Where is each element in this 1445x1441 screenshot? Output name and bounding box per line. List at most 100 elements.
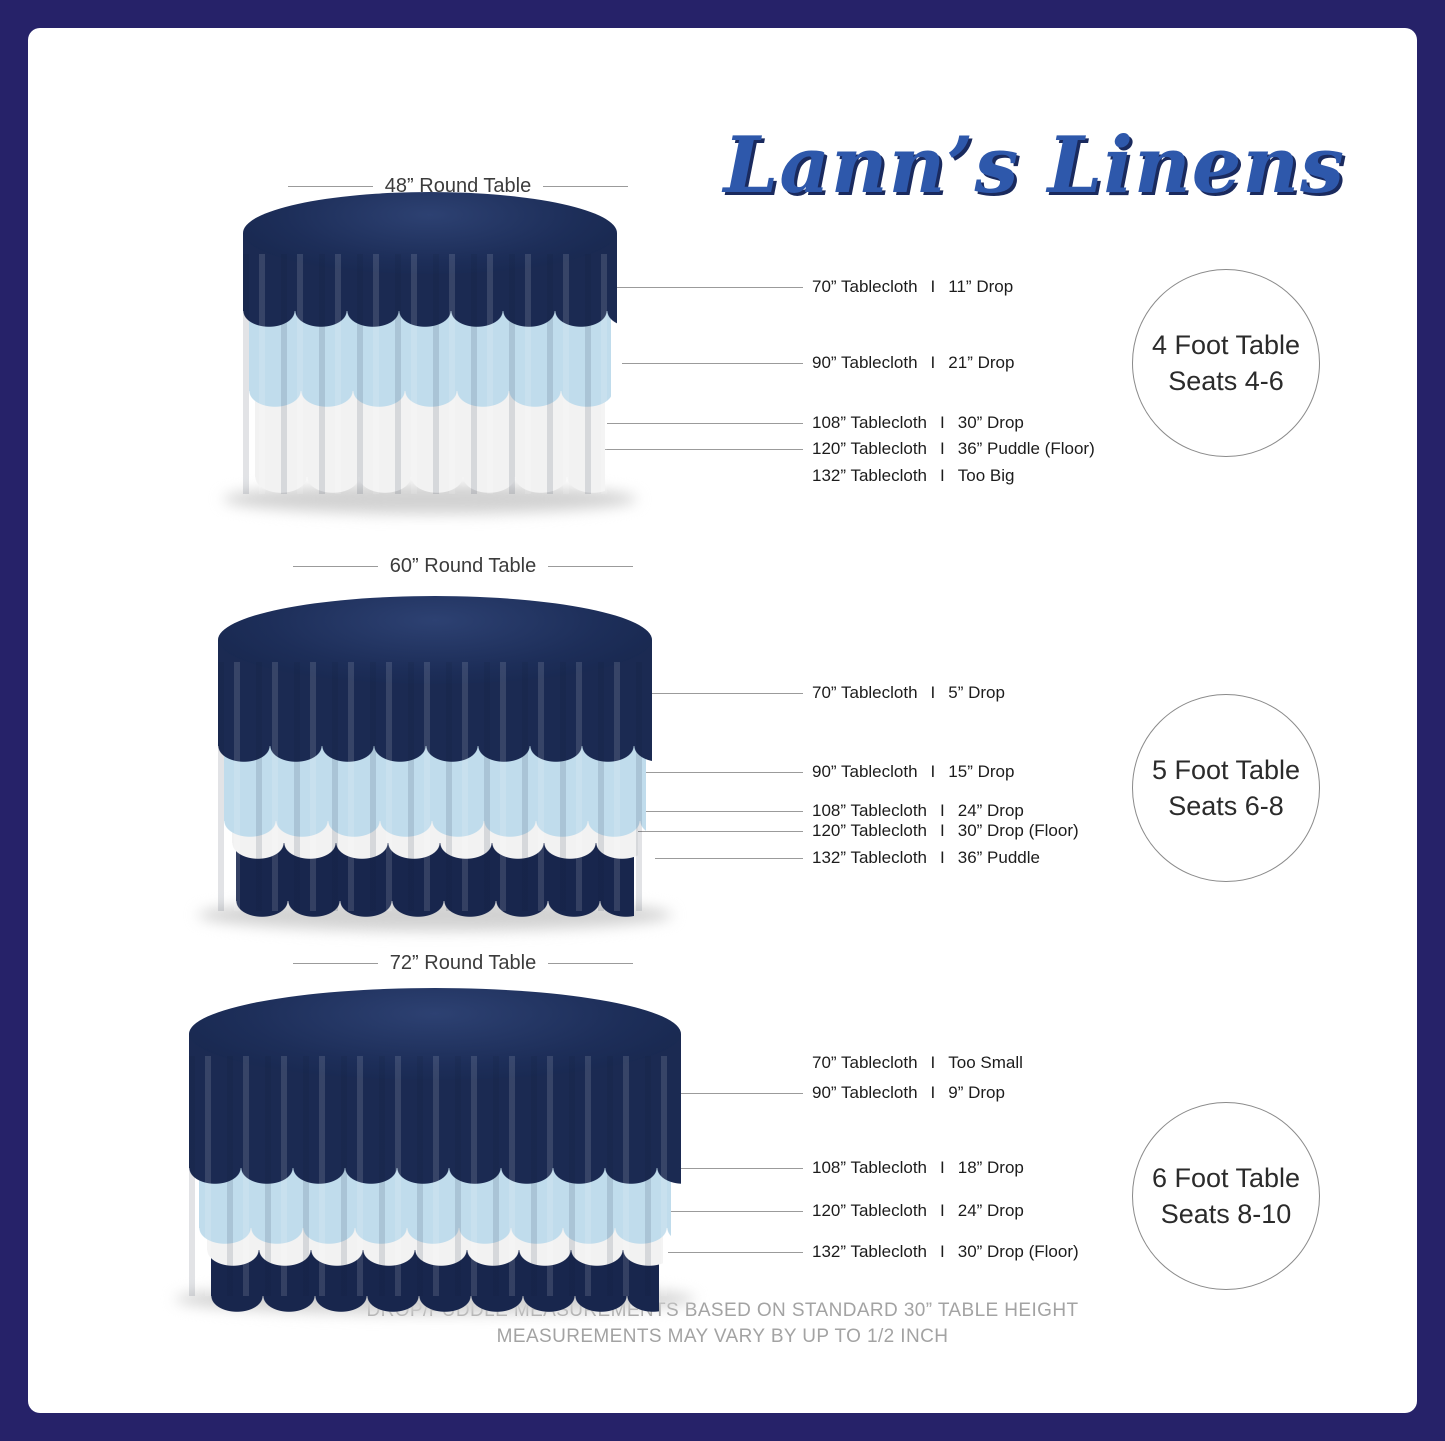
measurement-row: 120” Tablecloth I 36” Puddle (Floor) — [812, 439, 1095, 459]
content-panel: Lann’s Linens 48” Round Table 70” Tablec… — [28, 28, 1417, 1413]
tablecloth-size: 108” Tablecloth — [812, 801, 927, 820]
separator: I — [940, 1201, 945, 1220]
tablecloth-size: 132” Tablecloth — [812, 466, 927, 485]
drop-result: 24” Drop — [957, 801, 1024, 820]
drop-result: 36” Puddle (Floor) — [957, 439, 1095, 458]
separator: I — [940, 1242, 945, 1261]
separator: I — [930, 683, 936, 702]
leader-line — [627, 772, 803, 773]
separator: I — [940, 439, 945, 458]
measurement-row: 132” Tablecloth I Too Big — [812, 466, 1014, 486]
tablecloth-size: 108” Tablecloth — [812, 1158, 927, 1177]
heading-rule-right — [543, 185, 628, 187]
leader-line — [652, 1211, 803, 1212]
heading-rule-left — [293, 565, 378, 567]
leader-line — [633, 831, 803, 832]
seating-line1: 4 Foot Table — [1151, 329, 1301, 360]
drop-result: Too Big — [957, 466, 1015, 485]
tabletop — [218, 596, 652, 684]
drop-result: 18” Drop — [957, 1158, 1024, 1177]
drop-result: 30” Drop (Floor) — [957, 1242, 1079, 1261]
seating-line2: Seats 4-6 — [1168, 366, 1284, 396]
tablecloth-size: 132” Tablecloth — [812, 848, 927, 867]
seating-circle-4ft: 4 Foot Table Seats 4-6 — [1132, 269, 1320, 457]
heading-rule-left — [288, 185, 373, 187]
leader-line — [660, 1168, 803, 1169]
drop-result: 21” Drop — [948, 353, 1015, 372]
separator: I — [940, 1158, 945, 1177]
separator: I — [930, 1083, 936, 1102]
measurement-row: 132” Tablecloth I 36” Puddle — [812, 848, 1040, 868]
leader-line — [607, 423, 803, 424]
tablecloth-size: 70” Tablecloth — [812, 683, 918, 702]
table-heading-60: 60” Round Table — [293, 554, 633, 578]
tablecloth-size: 90” Tablecloth — [812, 762, 918, 781]
leader-line — [610, 287, 803, 288]
leader-line — [620, 811, 803, 812]
leader-line — [597, 449, 803, 450]
brand-logo: Lann’s Linens — [723, 120, 1345, 211]
drop-result: 11” Drop — [948, 277, 1014, 296]
measurement-row: 108” Tablecloth I 30” Drop — [812, 413, 1024, 433]
tablecloth-size: 120” Tablecloth — [812, 821, 927, 840]
drop-result: 9” Drop — [948, 1083, 1005, 1102]
drop-result: Too Small — [948, 1053, 1023, 1072]
table-size-label: 72” Round Table — [389, 951, 537, 974]
separator: I — [940, 801, 945, 820]
drop-result: 5” Drop — [948, 683, 1005, 702]
seating-circle-5ft: 5 Foot Table Seats 6-8 — [1132, 694, 1320, 882]
drop-result: 36” Puddle — [957, 848, 1040, 867]
drop-result: 15” Drop — [948, 762, 1015, 781]
drop-result: 30” Drop — [957, 413, 1024, 432]
leader-line — [668, 1252, 803, 1253]
table-size-label: 60” Round Table — [389, 554, 537, 577]
tabletop — [243, 192, 617, 274]
separator: I — [940, 413, 945, 432]
leader-line — [655, 858, 803, 859]
measurement-row: 108” Tablecloth I 24” Drop — [812, 801, 1024, 821]
measurement-row: 70” Tablecloth I Too Small — [812, 1053, 1023, 1073]
drop-result: 24” Drop — [957, 1201, 1024, 1220]
separator: I — [930, 762, 936, 781]
tablecloth-size: 90” Tablecloth — [812, 1083, 918, 1102]
table-heading-72: 72” Round Table — [293, 951, 633, 975]
seating-line1: 5 Foot Table — [1151, 754, 1301, 785]
leader-line — [622, 363, 803, 364]
separator: I — [930, 1053, 936, 1072]
tablecloth-size: 70” Tablecloth — [812, 1053, 918, 1072]
separator: I — [940, 848, 945, 867]
table-heading-48: 48” Round Table — [288, 174, 628, 198]
leader-line — [668, 1093, 803, 1094]
separator: I — [930, 277, 936, 296]
leader-line — [637, 693, 803, 694]
measurement-row: 108” Tablecloth I 18” Drop — [812, 1158, 1024, 1178]
tabletop — [189, 988, 681, 1080]
heading-rule-left — [293, 962, 378, 964]
table-illustration-48 — [223, 192, 637, 522]
measurement-row: 90” Tablecloth I 15” Drop — [812, 762, 1014, 782]
table-illustration-72 — [175, 988, 695, 1318]
separator: I — [940, 466, 945, 485]
measurement-row: 90” Tablecloth I 9” Drop — [812, 1083, 1005, 1103]
measurement-row: 70” Tablecloth I 5” Drop — [812, 683, 1005, 703]
tablecloth-size: 120” Tablecloth — [812, 1201, 927, 1220]
measurement-row: 70” Tablecloth I 11” Drop — [812, 277, 1013, 297]
heading-rule-right — [548, 565, 633, 567]
seating-line1: 6 Foot Table — [1151, 1162, 1301, 1193]
measurement-row: 132” Tablecloth I 30” Drop (Floor) — [812, 1242, 1079, 1262]
tablecloth-size: 90” Tablecloth — [812, 353, 918, 372]
tablecloth-size: 70” Tablecloth — [812, 277, 918, 296]
separator: I — [940, 821, 945, 840]
heading-rule-right — [548, 962, 633, 964]
seating-circle-6ft: 6 Foot Table Seats 8-10 — [1132, 1102, 1320, 1290]
seating-line2: Seats 8-10 — [1160, 1199, 1292, 1229]
tablecloth-size: 108” Tablecloth — [812, 413, 927, 432]
tablecloth-size: 120” Tablecloth — [812, 439, 927, 458]
table-size-label: 48” Round Table — [384, 174, 532, 197]
footer-line2: MEASUREMENTS MAY VARY BY UP TO 1/2 INCH — [496, 1326, 949, 1348]
table-illustration-60 — [198, 596, 672, 941]
tablecloth-size: 132” Tablecloth — [812, 1242, 927, 1261]
